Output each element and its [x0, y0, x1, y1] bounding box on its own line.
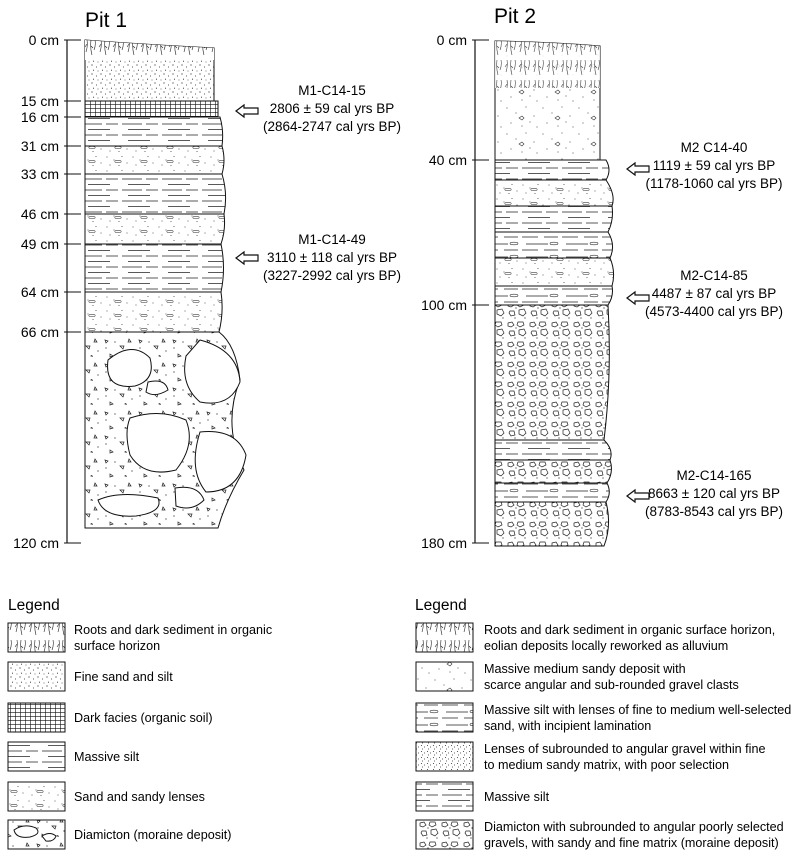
pit1-sample-line: (2864-2747 cal yrs BP) — [263, 119, 401, 134]
silt-icon — [415, 781, 474, 812]
pit2-sample-line: (8783-8543 cal yrs BP) — [645, 504, 783, 519]
diamicton-icon — [7, 819, 66, 850]
pit2-title: Pit 2 — [494, 5, 536, 28]
pit2-sample-line: (1178-1060 cal yrs BP) — [645, 176, 782, 191]
pit1-sample-line: 3110 ± 118 cal yrs BP — [267, 250, 397, 265]
arrow-icon — [235, 103, 259, 119]
arrow-icon — [626, 161, 650, 177]
legend2-item-label: Diamicton with subrounded to angular poo… — [484, 820, 784, 834]
legend2-item-label: Massive silt with lenses of fine to medi… — [484, 703, 791, 717]
legend2-item: Lenses of subrounded to angular gravel w… — [415, 741, 765, 772]
pit2-depth-label: 40 cm — [429, 152, 467, 168]
pit1-sample-line: (3227-2992 cal yrs BP) — [263, 268, 401, 283]
legend1-item-label: Sand and sandy lenses — [74, 790, 205, 804]
pit1-depth-label: 31 cm — [21, 138, 59, 154]
pit2-sample-line: 4487 ± 87 cal yrs BP — [652, 286, 776, 301]
sandy-gravel-icon — [415, 661, 474, 692]
pit1-depth-label: 15 cm — [21, 93, 59, 109]
roots-icon — [7, 622, 66, 653]
pit2-sample-line: M2-C14-85 — [680, 268, 748, 283]
legend2-item: Massive silt — [415, 781, 550, 812]
legend2-item-label: eolian deposits locally reworked as allu… — [484, 639, 728, 653]
pit1-sample: M1-C14-15 2806 ± 59 cal yrs BP (2864-2747 … — [235, 83, 401, 134]
legend1-item: Fine sand and silt — [7, 661, 173, 692]
pit1-sample-line: 2806 ± 59 cal yrs BP — [270, 101, 394, 116]
legend1-item: Sand and sandy lenses — [7, 781, 205, 812]
arrow-icon — [626, 488, 650, 504]
fine-sand-icon — [7, 661, 66, 692]
legend1-item-label: surface horizon — [74, 639, 160, 653]
pit1-depth-label: 66 cm — [21, 324, 59, 340]
pit1-depth-label: 16 cm — [21, 109, 59, 125]
pit1-depth-label: 64 cm — [21, 284, 59, 300]
legend1-item-label: Massive silt — [74, 750, 140, 764]
legend1-heading: Legend — [8, 597, 60, 614]
pit2-samples: M2 C14-40 1119 ± 59 cal yrs BP (1178-1060 … — [626, 140, 783, 519]
legend2-item-label: Lenses of subrounded to angular gravel w… — [484, 742, 765, 756]
legend2-item-label: Massive medium sandy deposit with — [484, 662, 686, 676]
pit2-depth-axis: 0 cm 40 cm 100 cm 180 cm — [421, 32, 489, 551]
pit2-sample-line: 1119 ± 59 cal yrs BP — [653, 158, 775, 173]
arrow-icon — [235, 250, 259, 266]
pit1-sample: M1-C14-49 3110 ± 118 cal yrs BP (3227-2992… — [235, 232, 401, 283]
pit2-sample-line: (4573-4400 cal yrs BP) — [645, 304, 783, 319]
legend2-item-label: Massive silt — [484, 790, 550, 804]
legend1-item-label: Roots and dark sediment in organic — [74, 623, 272, 637]
pit1-samples: M1-C14-15 2806 ± 59 cal yrs BP (2864-2747 … — [235, 83, 401, 283]
pit2-depth-label: 0 cm — [437, 32, 467, 48]
pit1-column — [84, 39, 247, 529]
legend2-item-label: sand, with incipient lamination — [484, 719, 651, 733]
legend1-item-label: Dark facies (organic soil) — [74, 711, 213, 725]
arrow-icon — [626, 290, 650, 306]
legend1-item-label: Fine sand and silt — [74, 670, 173, 684]
pit1-title: Pit 1 — [85, 9, 127, 32]
sand-lens-icon — [7, 781, 66, 812]
pit1-depth-label: 33 cm — [21, 166, 59, 182]
legend-pit1: Roots and dark sediment in organic surfac… — [7, 622, 272, 850]
legend-pit2: Roots and dark sediment in organic surfa… — [415, 622, 791, 850]
legend1-item: Dark facies (organic soil) — [7, 702, 213, 733]
silt-lens-icon — [415, 702, 474, 733]
legend2-heading: Legend — [415, 597, 467, 614]
pit1-depth-label: 46 cm — [21, 206, 59, 222]
grid-icon — [7, 702, 66, 733]
legend1-item: Massive silt — [7, 741, 140, 772]
silt-icon — [7, 741, 66, 772]
legend2-item: Massive medium sandy deposit with scarce … — [415, 661, 739, 692]
pit1-sample-line: M1-C14-15 — [298, 83, 366, 98]
legend1-item: Diamicton (moraine deposit) — [7, 819, 231, 850]
pit1-depth-label: 120 cm — [13, 535, 59, 551]
pit1-depth-label: 0 cm — [29, 32, 59, 48]
pit2-column — [494, 40, 615, 547]
legend2-item-label: Roots and dark sediment in organic surfa… — [484, 623, 775, 637]
legend1-item-label: Diamicton (moraine deposit) — [74, 828, 231, 842]
pit1-sample-line: M1-C14-49 — [298, 232, 366, 247]
legend2-item-label: gravels, with sandy and fine matrix (mor… — [484, 836, 779, 850]
legend2-item: Massive silt with lenses of fine to medi… — [415, 702, 791, 733]
pit2-sample: M2-C14-165 8663 ± 120 cal yrs BP (8783-854… — [626, 468, 783, 519]
gravel-lens-icon — [415, 741, 474, 772]
roots-icon — [415, 622, 474, 653]
legend2-item-label: to medium sandy matrix, with poor select… — [484, 758, 729, 772]
pit2-sample: M2-C14-85 4487 ± 87 cal yrs BP (4573-4400 … — [626, 268, 783, 319]
legend2-item-label: scarce angular and sub-rounded gravel cl… — [484, 678, 739, 692]
pit2-depth-label: 180 cm — [421, 535, 467, 551]
gravel-diamicton-icon — [415, 819, 474, 850]
pit1-depth-label: 49 cm — [21, 236, 59, 252]
pit2-sample-line: M2-C14-165 — [676, 468, 751, 483]
legend1-item: Roots and dark sediment in organic surfac… — [7, 622, 272, 653]
legend2-item: Diamicton with subrounded to angular poo… — [415, 819, 784, 850]
pit2-sample-line: M2 C14-40 — [681, 140, 748, 155]
pit2-sample: M2 C14-40 1119 ± 59 cal yrs BP (1178-1060 … — [626, 140, 783, 191]
pit2-depth-label: 100 cm — [421, 297, 467, 313]
legend2-item: Roots and dark sediment in organic surfa… — [415, 622, 775, 653]
pit2-sample-line: 8663 ± 120 cal yrs BP — [648, 486, 780, 501]
